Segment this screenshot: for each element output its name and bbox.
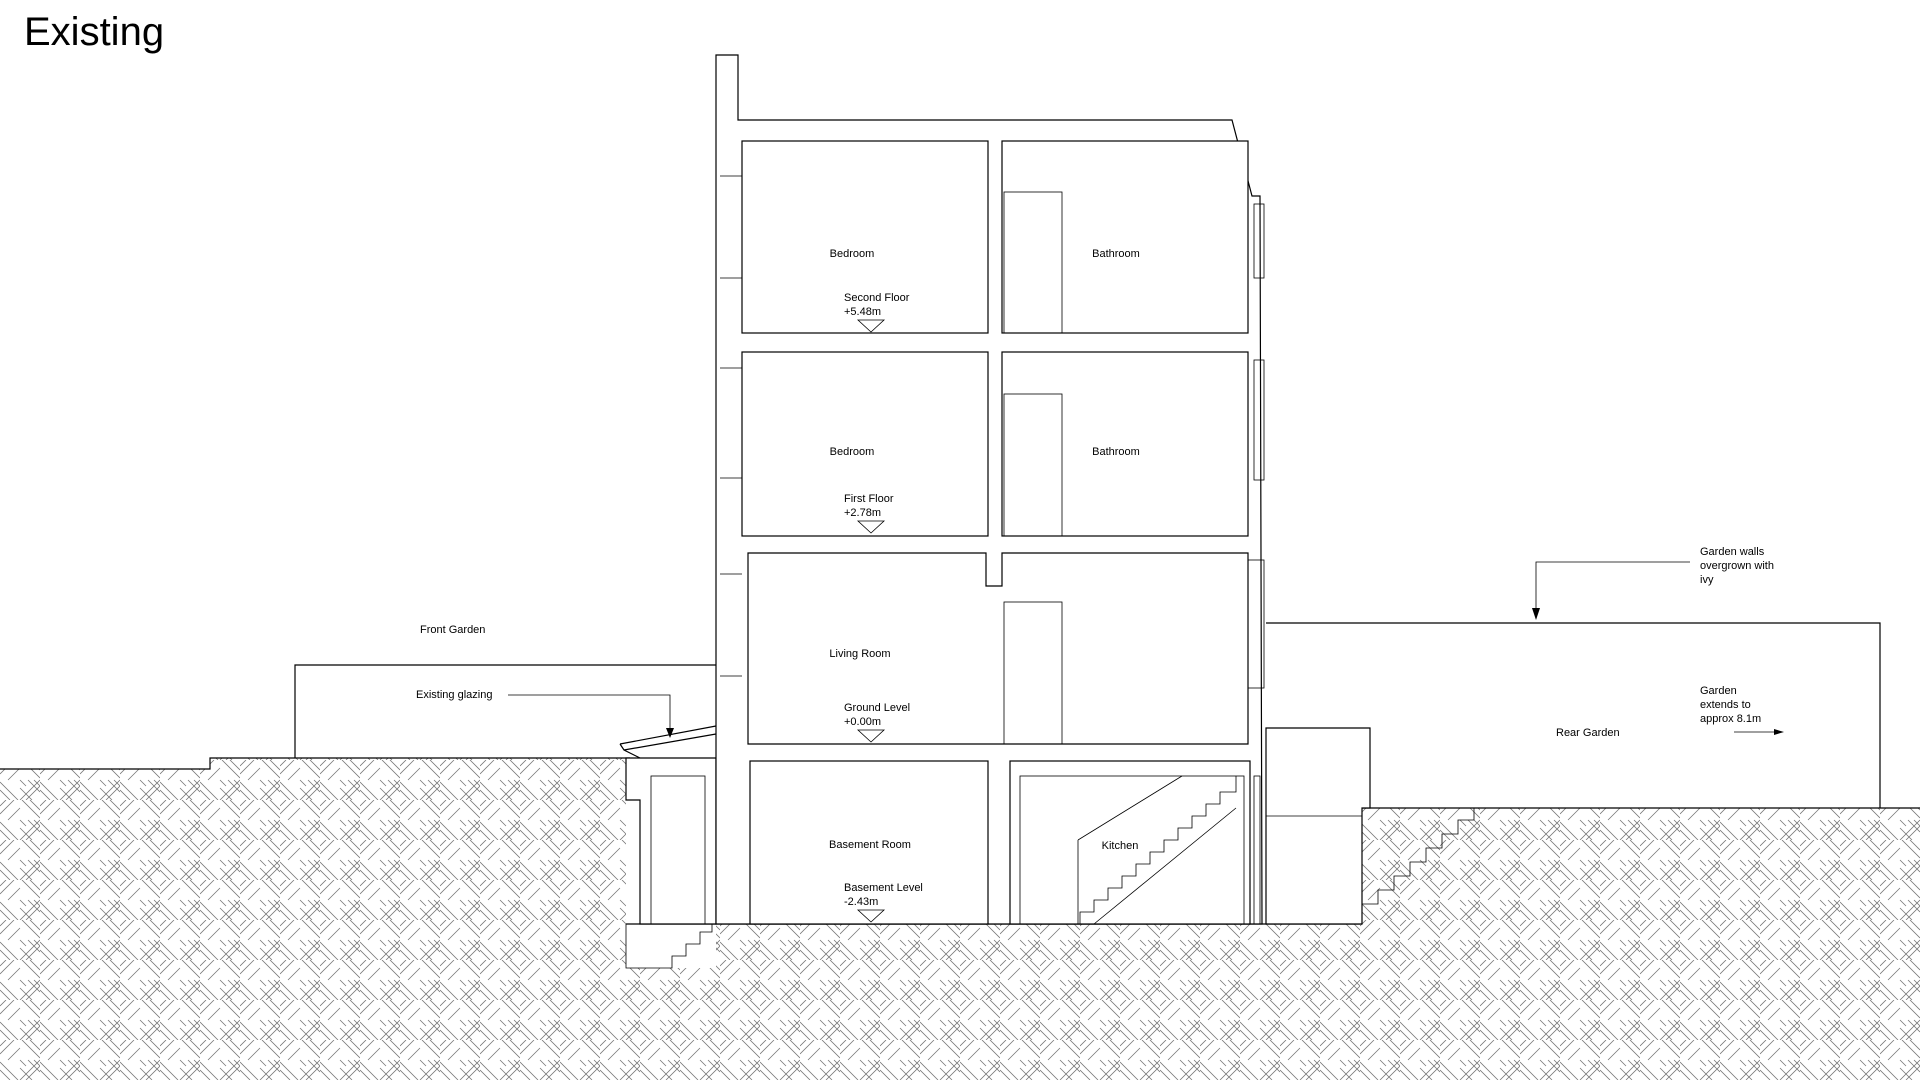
existing-glazing-arrowhead: [666, 728, 674, 738]
svg-text:Second Floor: Second Floor: [844, 292, 910, 304]
svg-text:overgrown with: overgrown with: [1700, 560, 1774, 572]
doors: [1003, 191, 1245, 925]
room-label-kitchen: Kitchen: [1102, 840, 1139, 852]
svg-text:approx 8.1m: approx 8.1m: [1700, 713, 1761, 725]
level-marker-second: Second Floor +5.48m: [844, 292, 910, 333]
rear-extension: [1265, 727, 1371, 925]
room-boxes: [741, 140, 1251, 925]
svg-text:extends to: extends to: [1700, 699, 1751, 711]
existing-glazing-label: Existing glazing: [416, 689, 492, 701]
room-label-basement-room: Basement Room: [829, 839, 911, 851]
svg-text:ivy: ivy: [1700, 574, 1714, 586]
front-garden-label: Front Garden: [420, 624, 485, 636]
svg-text:+5.48m: +5.48m: [844, 306, 881, 318]
rear-garden-steps: [1361, 807, 1488, 924]
front-garden-wall: [294, 664, 716, 758]
level-marker-basement: Basement Level -2.43m: [844, 882, 923, 923]
svg-text:Garden walls: Garden walls: [1700, 546, 1765, 558]
garden-walls-arrowhead: [1532, 608, 1540, 620]
room-label-living-room: Living Room: [829, 648, 890, 660]
garden-extends-arrowhead: [1774, 729, 1784, 735]
garden-walls-note: Garden walls overgrown with ivy: [1700, 546, 1774, 586]
svg-text:-2.43m: -2.43m: [844, 896, 878, 908]
rear-garden-label: Rear Garden: [1556, 727, 1620, 739]
garden-extends-note: Garden extends to approx 8.1m: [1700, 685, 1761, 725]
existing-glazing-leader: [508, 694, 671, 736]
front-steps: [625, 924, 713, 969]
svg-text:Ground Level: Ground Level: [844, 702, 910, 714]
front-lightwell: [625, 757, 717, 925]
svg-text:Basement Level: Basement Level: [844, 882, 923, 894]
front-glazing-canopy: [619, 725, 717, 759]
kitchen-stair: [1077, 775, 1237, 925]
front-wall-openings: [720, 175, 742, 677]
rear-windows: [1247, 203, 1265, 925]
garden-walls-leader: [1535, 561, 1690, 616]
svg-text:+2.78m: +2.78m: [844, 507, 881, 519]
svg-text:+0.00m: +0.00m: [844, 716, 881, 728]
ground-hatch: [0, 758, 1920, 1080]
rear-garden-wall: [1266, 622, 1881, 808]
room-label-first-bedroom: Bedroom: [830, 446, 875, 458]
level-marker-first: First Floor +2.78m: [844, 493, 894, 534]
svg-text:Garden: Garden: [1700, 685, 1737, 697]
room-label-first-bathroom: Bathroom: [1092, 446, 1140, 458]
drawing-title: Existing: [24, 10, 165, 54]
svg-text:First Floor: First Floor: [844, 493, 894, 505]
level-marker-ground: Ground Level +0.00m: [844, 702, 910, 743]
room-label-second-bedroom: Bedroom: [830, 248, 875, 260]
room-label-second-bathroom: Bathroom: [1092, 248, 1140, 260]
front-vault-door: [650, 775, 706, 925]
